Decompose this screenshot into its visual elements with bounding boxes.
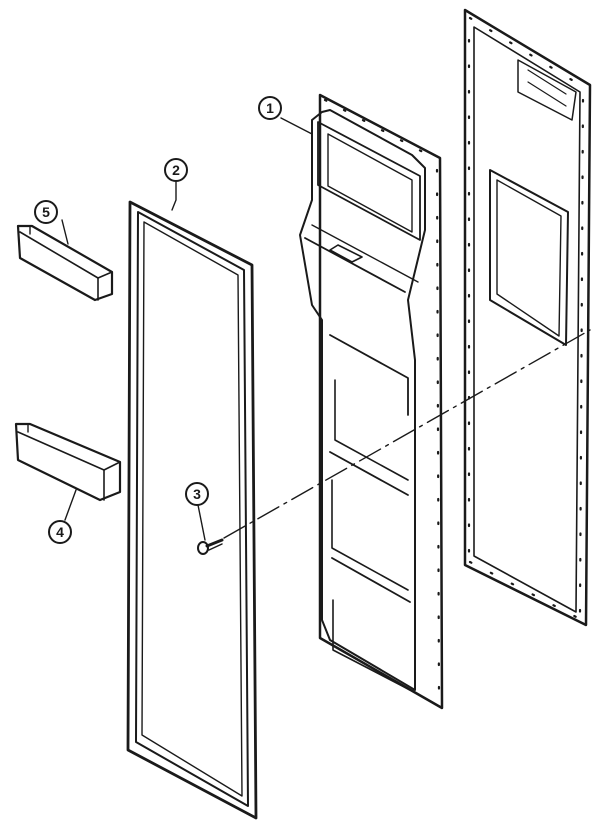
upper-door-shelf bbox=[16, 224, 114, 302]
callout-1-label: 1 bbox=[266, 100, 274, 116]
callout-3: 3 bbox=[185, 482, 209, 506]
liner-shelf-ledges bbox=[329, 334, 411, 691]
callout-5-label: 5 bbox=[42, 204, 50, 220]
outer-door-panel bbox=[463, 8, 592, 627]
callout-1: 1 bbox=[258, 96, 282, 120]
lower-door-shelf bbox=[14, 422, 122, 502]
callout-3-label: 3 bbox=[193, 486, 201, 502]
callout-2: 2 bbox=[164, 158, 188, 182]
door-liner bbox=[299, 93, 444, 710]
callout-leaders bbox=[61, 117, 313, 541]
door-gasket bbox=[126, 200, 258, 820]
screw bbox=[197, 538, 224, 555]
callout-4-label: 4 bbox=[56, 524, 64, 540]
callout-4: 4 bbox=[48, 520, 72, 544]
callout-5: 5 bbox=[34, 200, 58, 224]
alignment-line bbox=[223, 329, 591, 539]
callout-2-label: 2 bbox=[172, 162, 180, 178]
